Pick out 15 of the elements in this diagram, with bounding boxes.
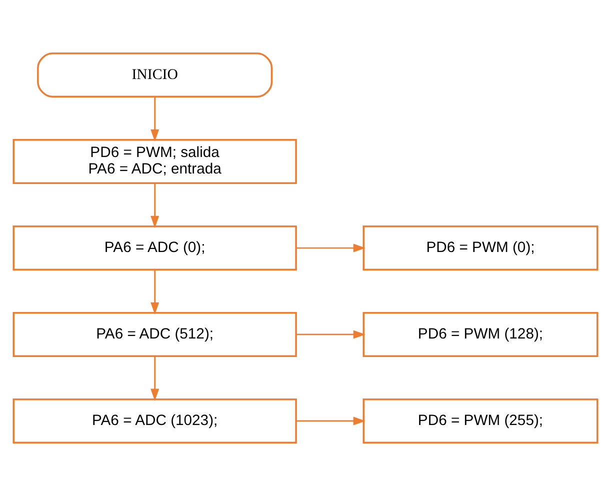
arrow (150, 269, 160, 314)
node-box: PD6 = PWM; salida PA6 = ADC; entrada (12, 138, 297, 184)
arrow (150, 182, 160, 228)
node-box: PA6 = ADC (512); (12, 311, 297, 356)
node-box: PD6 = PWM (128); (362, 311, 598, 356)
node-box: PA6 = ADC (0); (12, 225, 297, 270)
node-box: PD6 = PWM (255); (362, 398, 598, 443)
node-box: INICIO (37, 52, 273, 98)
arrow (296, 243, 366, 252)
node-box: PA6 = ADC (1023); (12, 398, 297, 443)
arrow (150, 356, 160, 400)
arrow (296, 330, 366, 338)
arrow (150, 96, 160, 142)
node-box: PD6 = PWM (0); (362, 225, 598, 270)
arrow (296, 416, 366, 425)
